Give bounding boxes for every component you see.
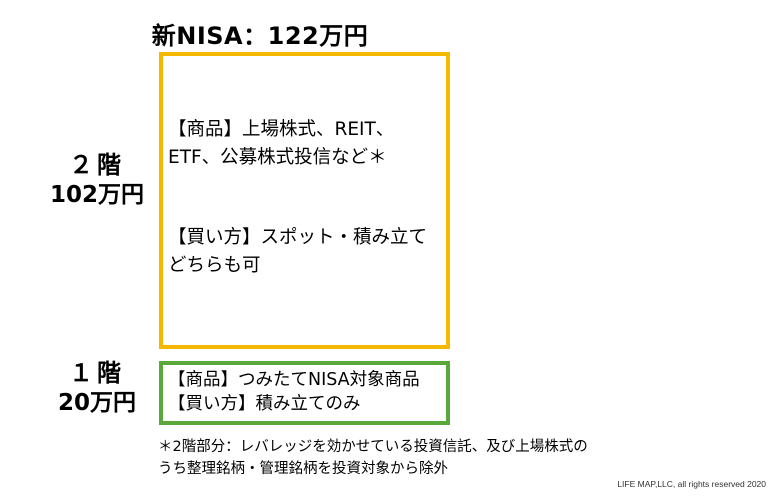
floor2-buy-line2: どちらも可 — [168, 255, 261, 276]
footnote-line1: ＊2階部分：レバレッジを効かせている投資信託、及び上場株式の — [158, 439, 588, 455]
copyright-notice: LIFE MAP,LLC, all rights reserved 2020 — [617, 479, 766, 489]
diagram-title: 新NISA：122万円 — [151, 22, 369, 50]
floor1-name: １階 — [69, 359, 125, 387]
floor2-products-line2: ETF、公募株式投信など＊ — [168, 147, 387, 168]
footnote: ＊2階部分：レバレッジを効かせている投資信託、及び上場株式の うち整理銘柄・管理… — [158, 436, 588, 480]
floor2-box — [159, 52, 450, 349]
floor2-label: ２階 102万円 — [36, 150, 158, 210]
floor1-box — [159, 361, 450, 425]
floor2-products: 【商品】上場株式、REIT、 ETF、公募株式投信など＊ — [168, 116, 394, 172]
floor1-amount: 20万円 — [57, 390, 136, 416]
floor2-buy-line1: 【買い方】スポット・積み立て — [168, 227, 428, 248]
floor2-buy-method: 【買い方】スポット・積み立て どちらも可 — [168, 224, 427, 280]
floor2-name: ２階 — [69, 151, 125, 179]
floor1-label: １階 20万円 — [36, 358, 158, 418]
floor1-buy-method: 【買い方】積み立てのみ — [168, 394, 361, 414]
floor1-products: 【商品】つみたてNISA対象商品 — [168, 370, 420, 390]
floor2-amount: 102万円 — [49, 182, 144, 208]
footnote-line2: うち整理銘柄・管理銘柄を投資対象から除外 — [158, 461, 448, 477]
floor2-products-line1: 【商品】上場株式、REIT、 — [168, 119, 395, 140]
